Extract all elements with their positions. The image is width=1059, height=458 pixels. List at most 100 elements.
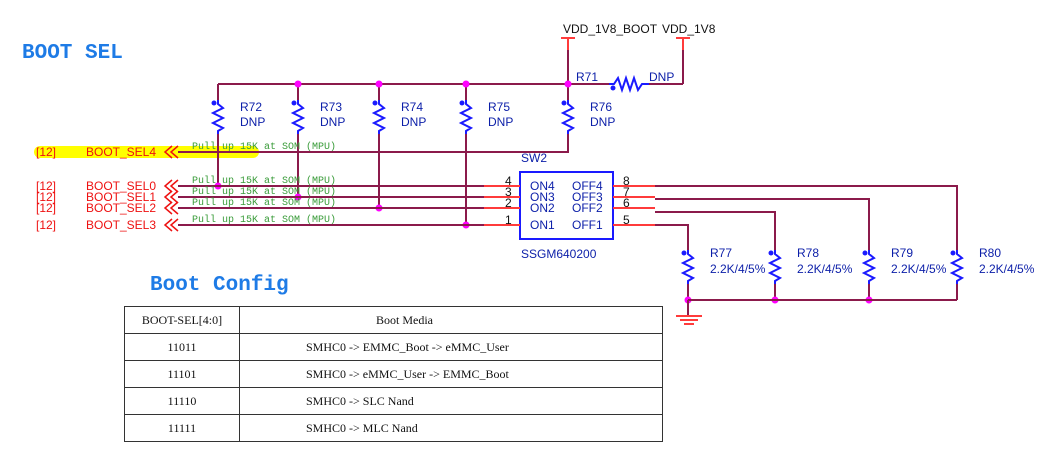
- table-row: 11110 SMHC0 -> SLC Nand: [124, 387, 663, 415]
- pulldown-value: 2.2K/4/5%: [710, 262, 766, 276]
- top-rail: [218, 50, 684, 85]
- resistor-symbol: [210, 100, 226, 134]
- pullup-value: DNP: [488, 115, 513, 129]
- pulldown-value: 2.2K/4/5%: [797, 262, 853, 276]
- pin-name: ON2: [530, 201, 555, 215]
- ground-symbol: [676, 300, 702, 325]
- net-name: BOOT_SEL0: [86, 179, 156, 193]
- boot-media-value: SMHC0 -> eMMC_User -> EMMC_Boot: [239, 360, 663, 388]
- pullup-value: DNP: [401, 115, 426, 129]
- vdd-1v8-label: VDD_1V8: [662, 22, 716, 36]
- sw2-pin-3: 3 ON3: [484, 185, 555, 204]
- pin1-marker: [950, 250, 956, 256]
- pulldown-ref: R78: [797, 246, 819, 260]
- net-boot-sel4[interactable]: [12] BOOT_SEL4 Pull up 15K at SOM (MPU): [36, 141, 336, 159]
- pullup-value: DNP: [590, 115, 615, 129]
- sw2-part: SSGM640200: [521, 247, 597, 261]
- r71-ref: R71: [576, 70, 598, 84]
- pin-number: 7: [623, 185, 630, 199]
- table-row: 11011 SMHC0 -> EMMC_Boot -> eMMC_User: [124, 333, 663, 361]
- vdd-1v8-boot-symbol: [561, 37, 575, 50]
- sw2-ref: SW2: [521, 151, 547, 165]
- pin-name: OFF1: [572, 218, 603, 232]
- pin1-marker: [768, 250, 774, 256]
- boot-sel-value: 11111: [124, 414, 240, 442]
- pulldown-r79: R79 2.2K/4/5%: [655, 198, 947, 304]
- pin1-marker: [291, 100, 297, 106]
- pin-name: ON3: [530, 190, 555, 204]
- resistor-symbol: [458, 100, 474, 134]
- junction-dot: [564, 80, 572, 88]
- net-sheet-ref: [12]: [36, 145, 56, 159]
- pin-number: 5: [623, 213, 630, 227]
- pullup-ref: R72: [240, 100, 262, 114]
- pin1-marker: [681, 250, 687, 256]
- boot-config-table: BOOT-SEL[4:0] Boot Media 11011 SMHC0 -> …: [124, 306, 663, 442]
- vdd-1v8-boot-label: VDD_1V8_BOOT: [563, 22, 658, 36]
- pullup-ref: R74: [401, 100, 423, 114]
- resistor-symbol: [949, 250, 965, 284]
- pin-number: 2: [505, 196, 512, 210]
- pin-number: 4: [505, 174, 512, 188]
- junction-dot: [375, 80, 383, 88]
- net-name: BOOT_SEL1: [86, 190, 156, 204]
- r71-value: DNP: [649, 70, 674, 84]
- pin1-marker: [372, 100, 378, 106]
- pullup-value: DNP: [240, 115, 265, 129]
- resistor-symbol: [861, 250, 877, 284]
- net-sheet-ref: [12]: [36, 201, 56, 215]
- resistor-symbol: [680, 250, 696, 284]
- sw2-body[interactable]: [519, 171, 614, 240]
- resistor-symbol: [767, 250, 783, 284]
- junction-dot: [294, 80, 302, 88]
- net-sheet-ref: [12]: [36, 179, 56, 193]
- boot-sel-value: 11011: [124, 333, 240, 361]
- boot-sel-value: 11101: [124, 360, 240, 388]
- boot-config-title: Boot Config: [150, 274, 289, 297]
- net-note: Pull up 15K at SOM (MPU): [192, 214, 336, 226]
- boot-media-value: SMHC0 -> EMMC_Boot -> eMMC_User: [239, 333, 663, 361]
- pulldown-ref: R80: [979, 246, 1001, 260]
- net-note: Pull up 15K at SOM (MPU): [192, 141, 336, 153]
- pin-number: 3: [505, 185, 512, 199]
- pulldown-ref: R77: [710, 246, 732, 260]
- pulldown-value: 2.2K/4/5%: [891, 262, 947, 276]
- resistor-symbol: [290, 100, 306, 134]
- pullup-value: DNP: [320, 115, 345, 129]
- sw2-pin-7: 7 OFF3: [572, 185, 655, 204]
- pin1-marker: [459, 100, 465, 106]
- pulldown-ref: R79: [891, 246, 913, 260]
- junction-dot: [462, 80, 470, 88]
- net-sheet-ref: [12]: [36, 218, 56, 232]
- net-name: BOOT_SEL2: [86, 201, 156, 215]
- r71-resistor: [609, 74, 649, 94]
- boot-sel-title: BOOT SEL: [22, 42, 123, 65]
- table-row: 11111 SMHC0 -> MLC Nand: [124, 414, 663, 442]
- boot-sel4-highlight: [34, 146, 259, 158]
- pulldown-resistors: R772.2K/4/5%R782.2K/4/5%R792.2K/4/5%R802…: [655, 185, 1035, 304]
- net-note: Pull up 15K at SOM (MPU): [192, 175, 336, 187]
- pin-number: 1: [505, 213, 512, 227]
- pulldown-r78: R78 2.2K/4/5%: [655, 211, 853, 304]
- pin-name: OFF3: [572, 190, 603, 204]
- pullup-ref: R76: [590, 100, 612, 114]
- resistor-symbol: [560, 100, 576, 134]
- boot-media-value: SMHC0 -> MLC Nand: [239, 414, 663, 442]
- pullup-ref: R73: [320, 100, 342, 114]
- net-name: BOOT_SEL4: [86, 145, 156, 159]
- pin1-marker: [862, 250, 868, 256]
- pin-name: OFF2: [572, 201, 603, 215]
- table-header-row: BOOT-SEL[4:0] Boot Media: [124, 306, 663, 334]
- pin1-marker: [211, 100, 217, 106]
- net-boot-sel0[interactable]: [12] BOOT_SEL0 Pull up 15K at SOM (MPU): [36, 175, 484, 193]
